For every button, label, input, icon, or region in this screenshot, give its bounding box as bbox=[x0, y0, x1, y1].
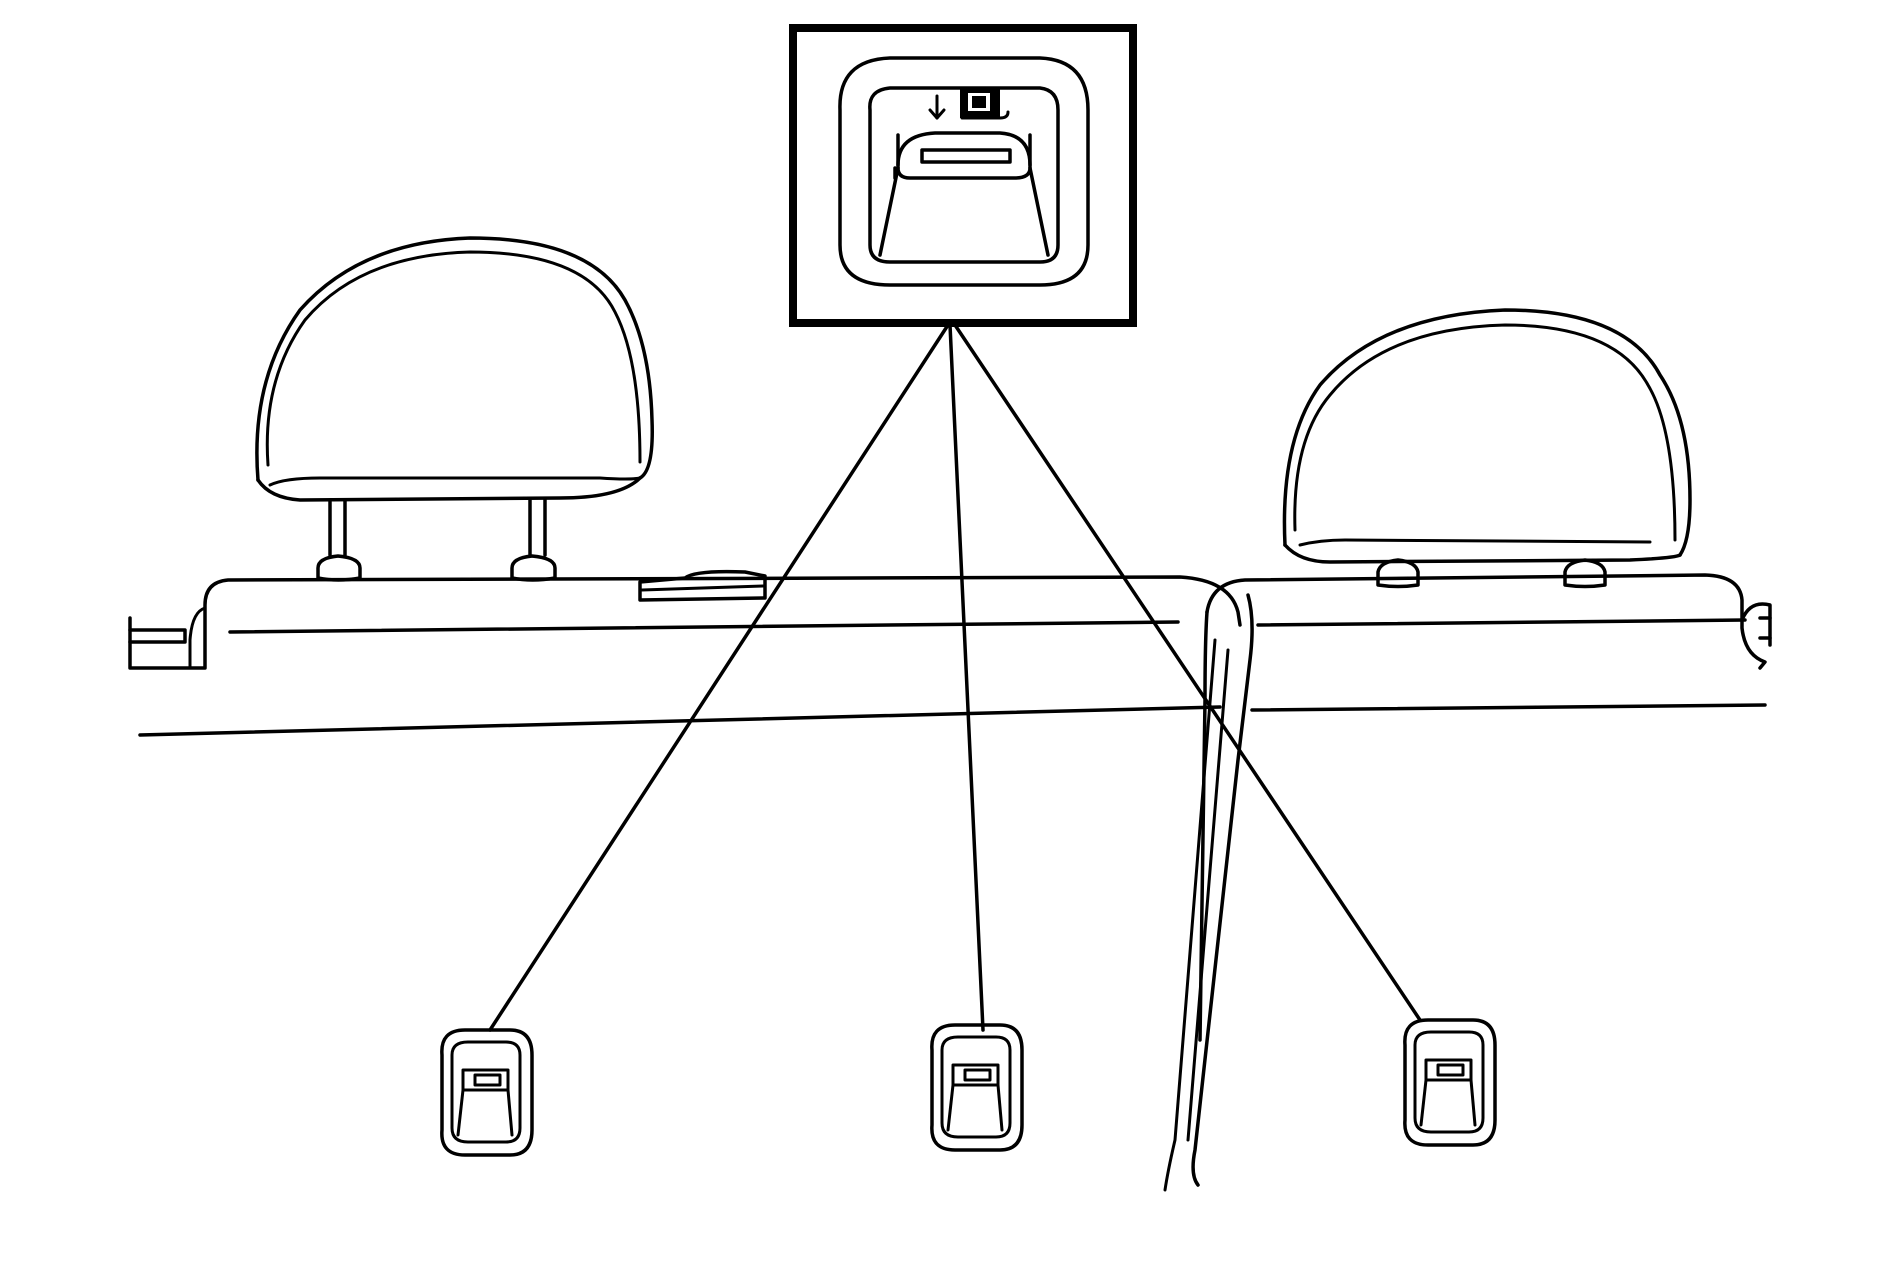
leader-line-left bbox=[488, 323, 950, 1032]
anchor-right bbox=[1403, 1018, 1497, 1147]
leader-line-center bbox=[948, 323, 985, 1032]
down-arrow-icon bbox=[928, 94, 946, 120]
anchor-left bbox=[440, 1028, 534, 1157]
tether-anchor-closeup-icon bbox=[789, 24, 1137, 327]
leader-lines bbox=[488, 323, 1422, 1032]
leader-line-right bbox=[953, 323, 1422, 1022]
child-seat-tether-symbol-icon bbox=[960, 88, 1010, 120]
right-seat-back bbox=[1163, 573, 1772, 1192]
right-headrest-icon bbox=[1282, 308, 1692, 589]
anchor-center bbox=[930, 1023, 1024, 1152]
left-seat-back bbox=[128, 575, 1242, 737]
center-seat-belt-slot bbox=[638, 569, 767, 602]
left-headrest-icon bbox=[255, 236, 654, 582]
